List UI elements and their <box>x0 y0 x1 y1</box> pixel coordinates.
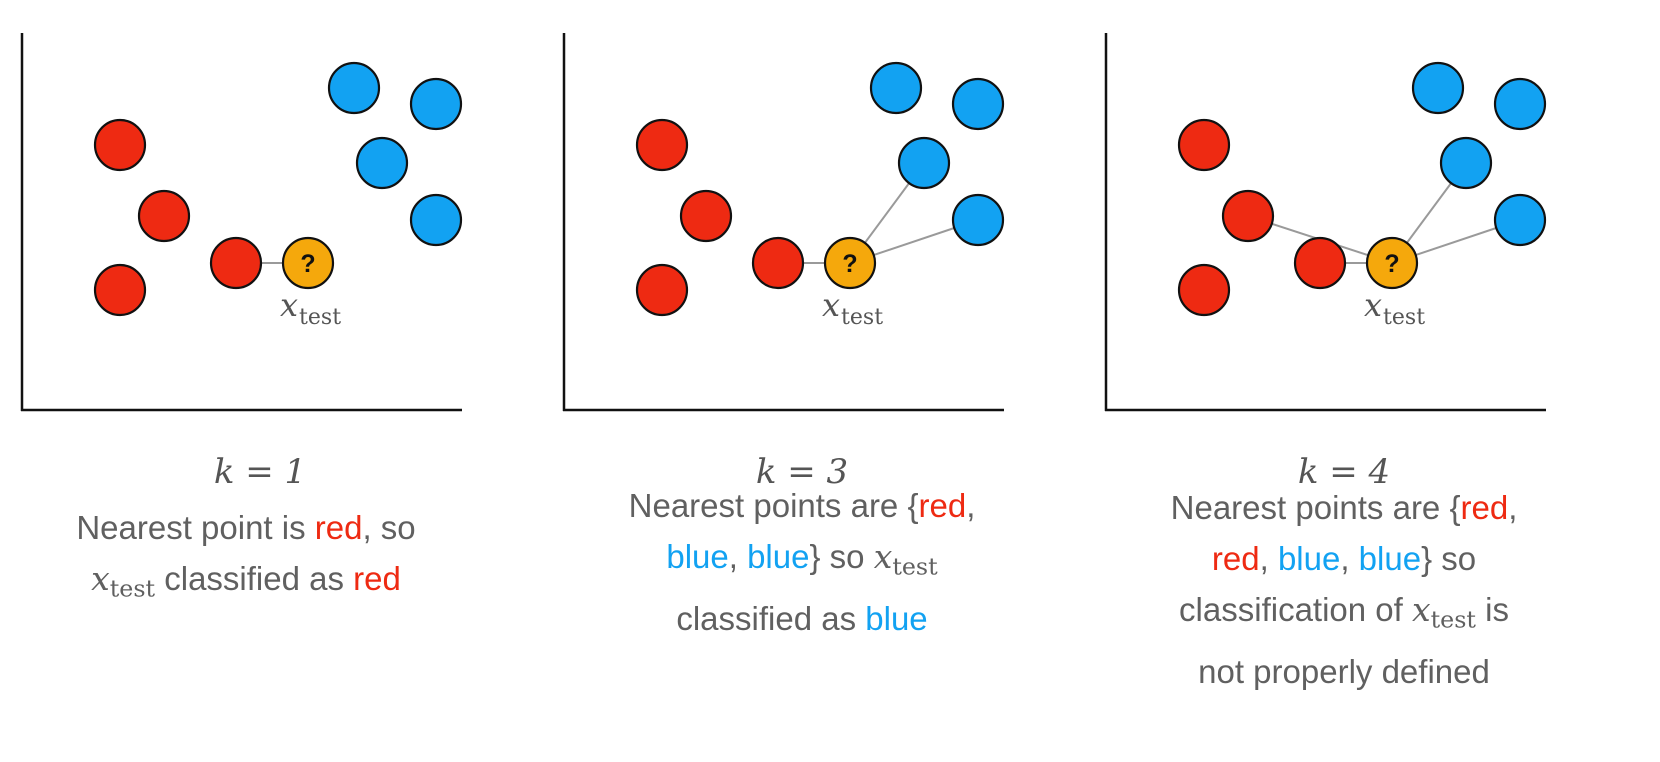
desc-line-4: not properly defined <box>1198 652 1490 690</box>
test-point <box>281 236 335 290</box>
red-point <box>1177 118 1231 172</box>
blue-point <box>409 193 463 247</box>
red-point <box>93 118 147 172</box>
desc-line-2: red, blue, blue} so <box>1211 540 1477 577</box>
test-point <box>823 236 877 290</box>
scatter-plot-k4: ?xtest <box>1104 33 1547 412</box>
test-point-mark: ? <box>1384 250 1399 278</box>
scatter-plot-k3: ?xtest <box>562 33 1005 412</box>
blue-point <box>1493 77 1547 131</box>
x-subscript: test <box>1383 305 1425 330</box>
blue-point <box>951 77 1005 131</box>
x-test-label: xtest <box>1364 286 1425 330</box>
desc-line-1: Nearest points are {red, <box>628 487 976 524</box>
blue-point <box>1493 193 1547 247</box>
red-point <box>1293 236 1347 290</box>
panel-k3: ?xtest k = 3 Nearest points are {red, bl… <box>542 0 1062 762</box>
test-point-mark: ? <box>842 250 857 278</box>
panel-k1: ?xtest k = 1 Nearest point is red, so xt… <box>0 0 520 762</box>
blue-point <box>409 77 463 131</box>
blue-point <box>355 136 409 190</box>
x-subscript: test <box>299 305 341 330</box>
description-k4: Nearest points are {red, red, blue, blue… <box>1104 482 1584 697</box>
red-point <box>1177 263 1231 317</box>
blue-point <box>951 193 1005 247</box>
red-point <box>1221 189 1275 243</box>
desc-line-2: xtest classified as red <box>91 559 401 603</box>
x-symbol: x <box>280 286 298 324</box>
red-point <box>209 236 263 290</box>
blue-point <box>897 136 951 190</box>
description-k3: Nearest points are {red, blue, blue} so … <box>562 480 1042 644</box>
test-point <box>1365 236 1419 290</box>
k-label: k = 1 <box>213 452 307 492</box>
x-test-label: xtest <box>822 286 883 330</box>
desc-line-1: Nearest point is red, so <box>76 509 416 546</box>
desc-line-1: Nearest points are {red, <box>1170 489 1518 526</box>
x-test-label: xtest <box>280 286 341 330</box>
red-point <box>635 263 689 317</box>
red-point <box>635 118 689 172</box>
description-k1: Nearest point is red, so xtest classifie… <box>6 502 486 615</box>
desc-line-3: classification of xtest is <box>1179 590 1509 634</box>
blue-point <box>1439 136 1493 190</box>
red-point <box>93 263 147 317</box>
k-label: k = 3 <box>755 452 849 492</box>
blue-point <box>327 61 381 115</box>
blue-point <box>869 61 923 115</box>
x-subscript: test <box>841 305 883 330</box>
red-point <box>751 236 805 290</box>
blue-point <box>1411 61 1465 115</box>
desc-line-3: classified as blue <box>676 599 928 637</box>
red-point <box>137 189 191 243</box>
test-point-mark: ? <box>300 250 315 278</box>
k-label: k = 4 <box>1297 452 1391 492</box>
x-symbol: x <box>822 286 840 324</box>
x-symbol: x <box>1364 286 1382 324</box>
desc-line-2: blue, blue} so xtest <box>666 537 938 581</box>
red-point <box>679 189 733 243</box>
scatter-plot-k1: ?xtest <box>20 33 463 412</box>
panel-k4: ?xtest k = 4 Nearest points are {red, re… <box>1084 0 1604 762</box>
